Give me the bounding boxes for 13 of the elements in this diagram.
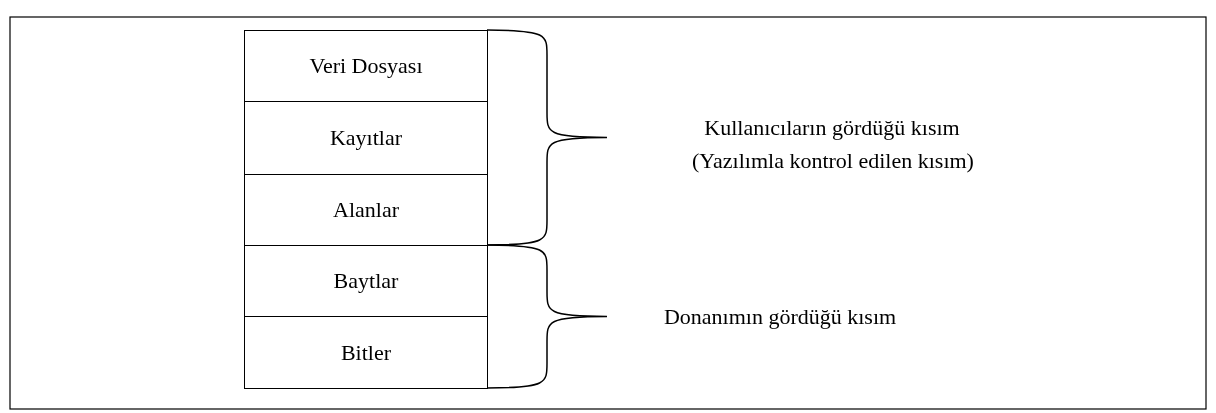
cell-text: Bitler: [340, 339, 392, 366]
bracket-label: (Yazılımla kontrol edilen kısım): [692, 148, 974, 174]
table-cell: [244, 316, 488, 389]
table-cell: [244, 245, 488, 317]
table-cell: [244, 30, 488, 102]
table-cell: [244, 174, 488, 246]
cell-text: Kayıtlar: [329, 125, 403, 151]
cell-text: Baytlar: [333, 268, 399, 294]
bracket-label: Donanımın gördüğü kısım: [663, 304, 897, 330]
table-cell: [244, 101, 488, 175]
cell-text: Veri Dosyası: [309, 53, 423, 79]
cell-text: Alanlar: [333, 197, 399, 223]
bracket-label: Kullanıcıların gördüğü kısım: [704, 115, 960, 141]
